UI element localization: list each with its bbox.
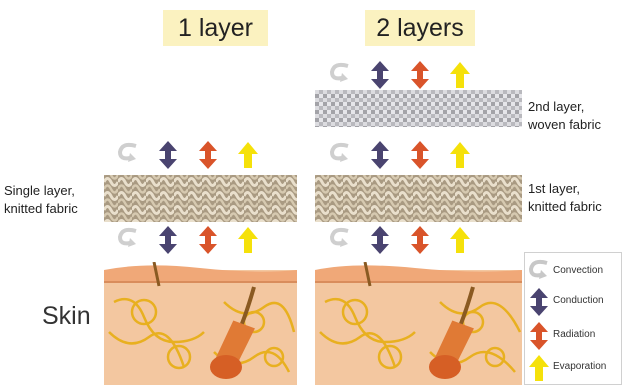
right-row-middle-convection-icon xyxy=(328,140,352,170)
legend: Convection Conduction Radiation Evaporat… xyxy=(524,252,622,385)
skin-cross-section-right xyxy=(315,262,522,385)
right-row-middle-conduction-icon xyxy=(368,140,392,170)
right-row-bottom-conduction-icon xyxy=(368,225,392,255)
left-row-below-fabric-evaporation-icon xyxy=(236,225,260,255)
conduction-icon xyxy=(527,287,551,317)
second-layer-label-line1: 2nd layer, xyxy=(528,98,601,116)
skin-label: Skin xyxy=(42,302,91,331)
evaporation-icon xyxy=(527,353,551,383)
right-row-top-radiation-icon xyxy=(408,60,432,90)
skin-cross-section-left xyxy=(104,262,297,385)
second-layer-woven-fabric xyxy=(315,90,522,127)
right-row-bottom-evaporation-icon xyxy=(448,225,472,255)
convection-icon xyxy=(527,257,551,281)
second-layer-label-line2: woven fabric xyxy=(528,116,601,134)
right-row-bottom-radiation-icon xyxy=(408,225,432,255)
left-row-below-fabric-radiation-icon xyxy=(196,225,220,255)
title-one-layer: 1 layer xyxy=(163,10,268,46)
radiation-icon xyxy=(527,321,551,351)
left-row-above-fabric-radiation-icon xyxy=(196,140,220,170)
single-layer-label-line2: knitted fabric xyxy=(4,200,78,218)
left-row-below-fabric-conduction-icon xyxy=(156,225,180,255)
legend-item-convection: Convection xyxy=(527,257,621,287)
legend-item-radiation: Radiation xyxy=(527,321,621,351)
right-row-top-convection-icon xyxy=(328,60,352,90)
single-knitted-fabric xyxy=(104,175,297,222)
legend-label-convection: Convection xyxy=(553,265,603,276)
legend-label-radiation: Radiation xyxy=(553,329,595,340)
left-row-below-fabric-convection-icon xyxy=(116,225,140,255)
left-row-above-fabric-convection-icon xyxy=(116,140,140,170)
single-layer-label: Single layer, knitted fabric xyxy=(4,182,78,218)
first-layer-label: 1st layer, knitted fabric xyxy=(528,180,602,216)
first-layer-label-line2: knitted fabric xyxy=(528,198,602,216)
legend-label-conduction: Conduction xyxy=(553,295,604,306)
right-row-bottom-convection-icon xyxy=(328,225,352,255)
right-row-top-conduction-icon xyxy=(368,60,392,90)
first-layer-knitted-fabric xyxy=(315,175,522,222)
second-layer-label: 2nd layer, woven fabric xyxy=(528,98,601,134)
title-two-layers: 2 layers xyxy=(365,10,475,46)
first-layer-label-line1: 1st layer, xyxy=(528,180,602,198)
legend-item-evaporation: Evaporation xyxy=(527,353,621,383)
single-layer-label-line1: Single layer, xyxy=(4,182,78,200)
left-row-above-fabric-conduction-icon xyxy=(156,140,180,170)
left-row-above-fabric-evaporation-icon xyxy=(236,140,260,170)
right-row-middle-evaporation-icon xyxy=(448,140,472,170)
legend-label-evaporation: Evaporation xyxy=(553,361,606,372)
right-row-top-evaporation-icon xyxy=(448,60,472,90)
right-row-middle-radiation-icon xyxy=(408,140,432,170)
legend-item-conduction: Conduction xyxy=(527,287,621,317)
